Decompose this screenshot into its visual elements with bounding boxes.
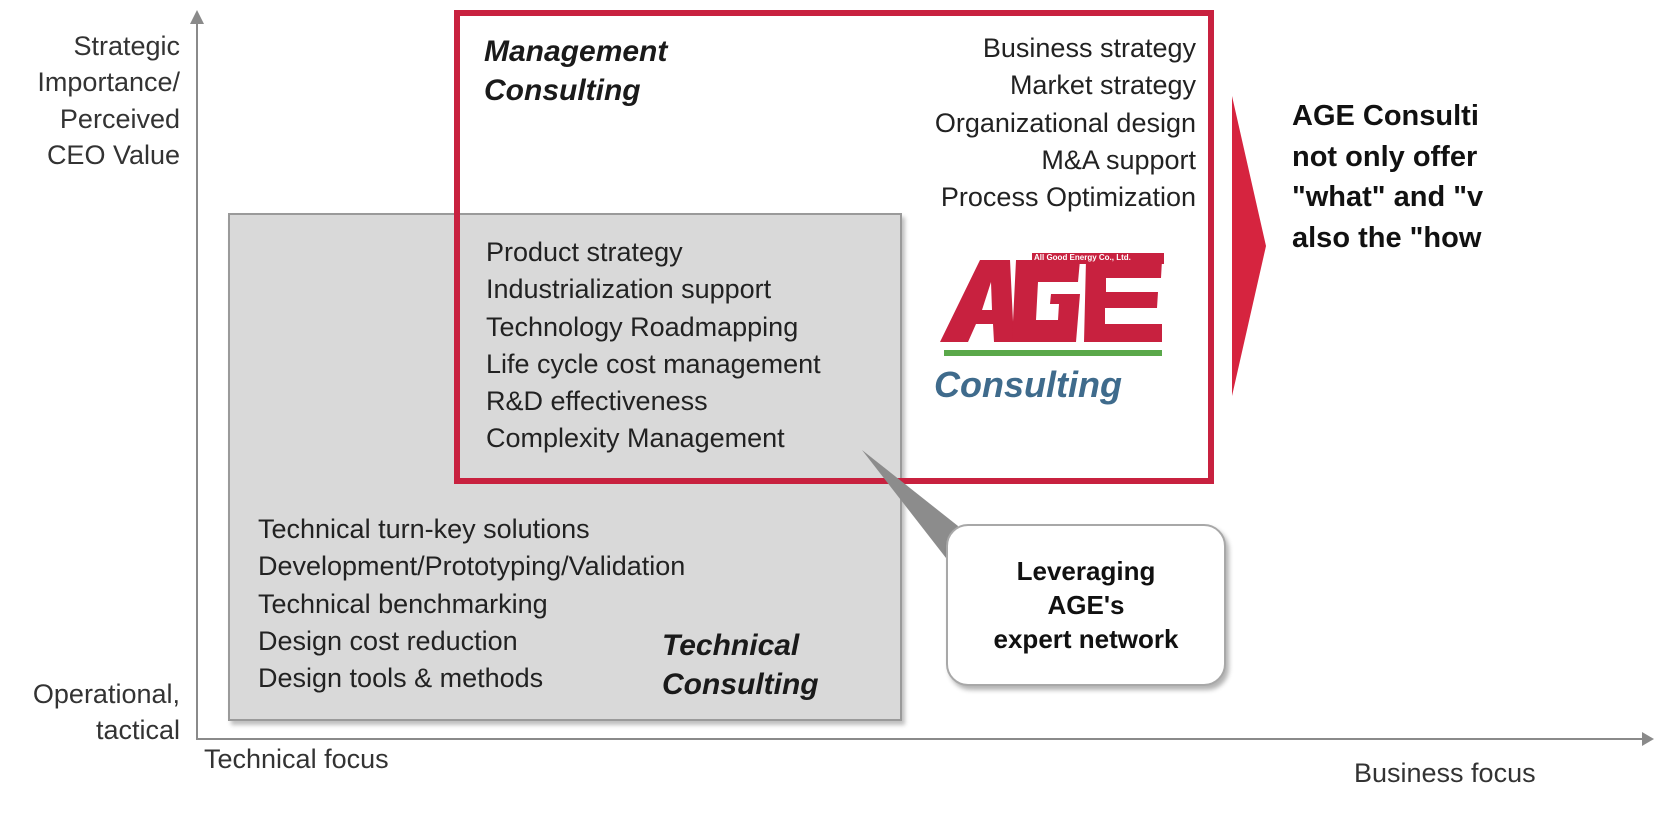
y-axis <box>196 20 198 739</box>
age-logo-icon <box>940 253 1164 356</box>
list-item: Market strategy <box>1009 70 1196 101</box>
red-chevron-arrow <box>1232 96 1266 396</box>
technical-consulting-box <box>228 213 902 721</box>
x-axis-right-label: Business focus <box>1354 758 1536 788</box>
list-item: Product strategy <box>486 237 683 267</box>
list-item: Process Optimization <box>940 182 1196 212</box>
list-item: Design cost reduction <box>258 625 518 656</box>
logo-consulting-word: Consulting <box>934 364 1122 405</box>
technical-items-list: Technical turn-key solutions Development… <box>258 511 685 697</box>
list-item: Business strategy <box>982 33 1196 63</box>
list-item: Development/Prototyping/Validation <box>258 551 686 582</box>
list-item: Technical benchmarking <box>258 588 548 619</box>
y-axis-bottom-label: Operational,tactical <box>32 679 180 746</box>
list-item: R&D effectiveness <box>486 386 708 416</box>
list-item: Industrialization support <box>486 274 772 305</box>
callout-pointer <box>862 450 958 558</box>
list-item: Technology Roadmapping <box>486 311 799 342</box>
management-consulting-box <box>454 10 1214 484</box>
logo-small-text: All Good Energy Co., Ltd. <box>1034 253 1131 262</box>
x-axis <box>196 738 1646 740</box>
side-statement-text: AGE Consulti not only offer "what" and "… <box>1292 100 1484 254</box>
list-item: M&A support <box>1041 144 1196 175</box>
x-axis-left-label: Technical focus <box>204 744 389 774</box>
list-item: Complexity Management <box>486 423 785 454</box>
x-axis-arrow <box>1642 732 1654 746</box>
list-item: Organizational design <box>934 107 1196 138</box>
list-item: Design tools & methods <box>258 663 544 693</box>
list-item: Life cycle cost management <box>486 348 821 379</box>
list-item: Technical turn-key solutions <box>258 514 590 544</box>
expert-network-callout: Leveraging AGE's expert network <box>946 524 1226 686</box>
overlap-items-list: Product strategy Industrialization suppo… <box>486 234 821 458</box>
y-axis-arrow <box>190 10 204 24</box>
age-logo: All Good Energy Co., Ltd. <box>940 252 1164 362</box>
management-items-list: Business strategy Market strategy Organi… <box>935 30 1196 216</box>
